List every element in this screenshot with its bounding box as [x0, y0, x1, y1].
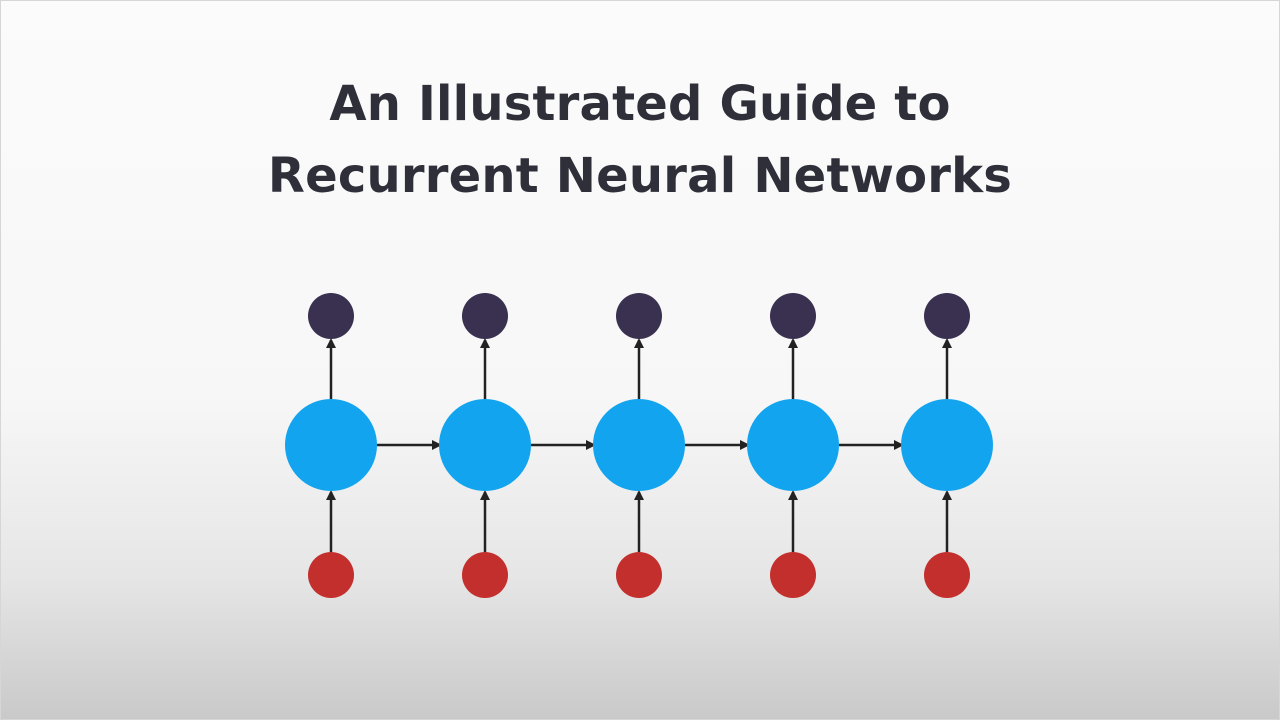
title-line-2: Recurrent Neural Networks — [267, 148, 1013, 204]
input-node-4 — [770, 552, 816, 598]
output-node-1 — [308, 293, 354, 339]
output-node-2 — [462, 293, 508, 339]
output-node-3 — [616, 293, 662, 339]
input-node-5 — [924, 552, 970, 598]
output-node-5 — [924, 293, 970, 339]
output-node-4 — [770, 293, 816, 339]
slide-title: An Illustrated Guide to Recurrent Neural… — [0, 68, 1280, 212]
hidden-node-2 — [439, 399, 531, 491]
hidden-node-1 — [285, 399, 377, 491]
hidden-node-4 — [747, 399, 839, 491]
title-line-1: An Illustrated Guide to — [329, 76, 951, 132]
input-node-1 — [308, 552, 354, 598]
input-node-2 — [462, 552, 508, 598]
input-node-3 — [616, 552, 662, 598]
hidden-node-3 — [593, 399, 685, 491]
hidden-node-5 — [901, 399, 993, 491]
